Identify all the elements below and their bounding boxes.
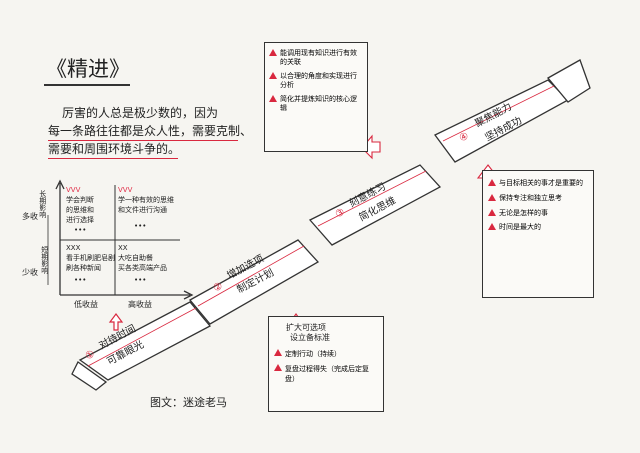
- q1-line3: 进行选择: [66, 216, 94, 224]
- intro-line-1: 厉害的人总是极少数的，因为: [62, 106, 219, 120]
- step-arrows: [71, 59, 591, 391]
- q3-line2: 刷各种新闻: [66, 264, 101, 272]
- q2-dots: •••: [134, 222, 147, 230]
- box-bottom-item: 定制行动（持续）: [274, 349, 378, 359]
- q1-title: 学会判断: [66, 196, 94, 204]
- axis-short-label: 短期影响: [40, 246, 49, 274]
- row-low-label: 少收: [22, 268, 38, 277]
- bullet-icon: [488, 193, 496, 201]
- bullet-icon: [274, 349, 282, 356]
- box-bottom-item: 复盘过程得失（完成后定复盘）: [274, 364, 378, 384]
- bullet-icon: [269, 49, 277, 56]
- intro-underline-1: [48, 140, 238, 141]
- box-right-item: 保持专注和独立思考: [488, 193, 588, 204]
- axis-long-label: 长期影响: [38, 190, 47, 218]
- intro-underline-2: [48, 158, 178, 159]
- matrix-axes: [47, 179, 194, 300]
- q4-dots: •••: [134, 276, 147, 284]
- q2-line2: 和文件进行沟通: [118, 206, 167, 214]
- q2-title: 学一种有效的思维: [118, 196, 174, 204]
- page-title: 《精进》: [46, 57, 130, 81]
- box-top-item: 能调用现有知识进行有效的关联: [269, 49, 363, 67]
- row-high-label: 多收: [22, 212, 38, 221]
- up-arrow-icon: [108, 313, 124, 331]
- box-bottom-header-1: 扩大可选项: [286, 323, 326, 332]
- box-bottom-header-2: 设立备标准: [290, 333, 330, 342]
- q2-mark: VVV: [118, 186, 133, 194]
- q1-mark: VVV: [66, 186, 81, 194]
- q3-mark: XXX: [66, 244, 81, 252]
- bullet-icon: [269, 72, 277, 80]
- q1-line2: 的思维和: [66, 206, 94, 214]
- q1-dots: •••: [74, 226, 87, 234]
- q4-line2: 买各类高端产品: [118, 264, 167, 272]
- q4-mark: XX: [118, 244, 128, 252]
- bullet-icon: [269, 95, 277, 103]
- q3-dots: •••: [74, 276, 87, 284]
- col-high-label: 高收益: [128, 300, 152, 309]
- box-right-item: 时间是最大的: [488, 223, 588, 233]
- intro-line-3: 需要和周围环境斗争的。: [48, 142, 181, 156]
- title-underline: [44, 84, 130, 86]
- bullet-icon: [488, 179, 496, 186]
- q3-title: 看手机刷肥皂剧: [66, 254, 115, 262]
- box-top-item: 以合理的角度和实现进行分析: [269, 72, 363, 90]
- box-right-item: 无论是怎样的事: [488, 208, 588, 219]
- box-top-item: 简化并提炼知识的核心逻辑: [269, 95, 363, 113]
- box-right-item: 与目标相关的事才是重要的: [488, 179, 588, 189]
- box-bottom: 扩大可选项 设立备标准 定制行动（持续） 复盘过程得失（完成后定复盘）: [268, 316, 384, 412]
- bullet-icon: [488, 223, 496, 231]
- bullet-icon: [274, 364, 282, 371]
- box-top: 能调用现有知识进行有效的关联 以合理的角度和实现进行分析 简化并提炼知识的核心逻…: [264, 42, 368, 152]
- box-right: 与目标相关的事才是重要的 保持专注和独立思考 无论是怎样的事 时间是最大的: [482, 170, 594, 298]
- col-low-label: 低收益: [74, 300, 98, 309]
- q4-title: 大吃自助餐: [118, 254, 153, 262]
- intro-line-2: 每一条路往往都是众人性，需要克制、: [48, 124, 253, 138]
- credit-text: 图文：迷途老马: [150, 396, 227, 409]
- bullet-icon: [488, 208, 496, 216]
